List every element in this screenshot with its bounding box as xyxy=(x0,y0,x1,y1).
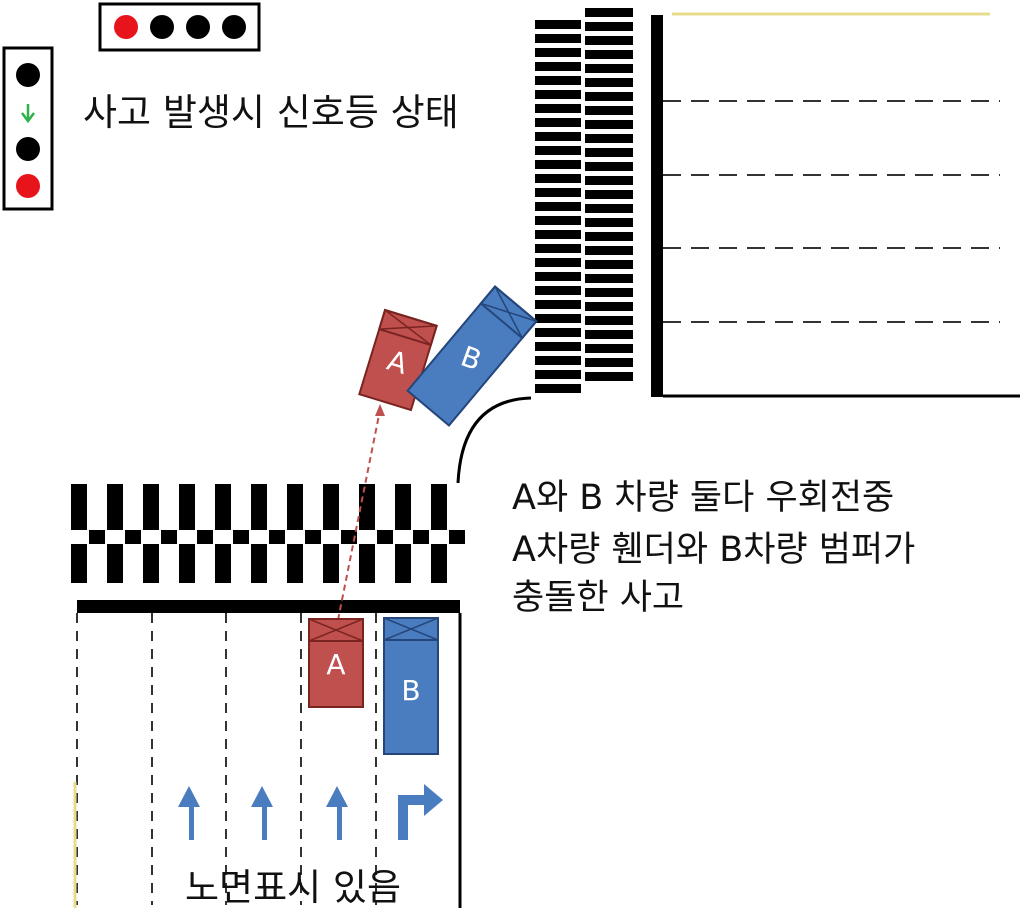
signal-caption: 사고 발생시 신호등 상태 xyxy=(83,91,459,134)
vehicle-b-start-label: B xyxy=(401,674,420,707)
lane-arrow-straight-2 xyxy=(251,786,273,840)
corner-curb xyxy=(456,396,532,484)
signal-lamp-green-arrow-down-icon xyxy=(21,104,35,124)
signal-lamp-black xyxy=(16,137,40,161)
signal-lamp-black xyxy=(222,15,246,39)
road-marking-caption: 노면표시 있음 xyxy=(185,866,402,909)
vehicle-a-trajectory xyxy=(337,404,385,621)
signal-lamp-black xyxy=(16,63,40,87)
lane-lines-right xyxy=(663,100,1000,323)
lane-arrow-straight-3 xyxy=(326,786,348,840)
lane-arrow-straight-1 xyxy=(178,786,200,840)
signal-lamp-black xyxy=(186,15,210,39)
signal-lamp-red xyxy=(114,15,138,39)
crosswalk-right xyxy=(535,8,633,393)
traffic-signal-horizontal xyxy=(98,2,261,52)
accident-description-line-2: A차량 휀더와 B차량 범퍼가 xyxy=(512,530,916,570)
lane-lines-bottom xyxy=(76,613,377,905)
crosswalk-bottom xyxy=(71,484,465,583)
signal-lamp-black xyxy=(150,15,174,39)
accident-description-line-3: 충돌한 사고 xyxy=(512,578,685,618)
vehicle-a-start-label: A xyxy=(326,648,345,681)
vehicle-b-start: B xyxy=(383,617,439,755)
stop-line-bottom xyxy=(77,600,460,613)
vehicle-b-collision: B xyxy=(406,285,538,427)
accident-description-line-1: A와 B 차량 둘다 우회전중 xyxy=(512,478,895,518)
traffic-signal-vertical xyxy=(2,46,54,211)
lane-arrow-right-turn xyxy=(398,784,443,840)
vehicle-a-start: A xyxy=(308,618,364,708)
stop-line-right xyxy=(651,15,663,397)
signal-lamp-red xyxy=(16,174,40,198)
